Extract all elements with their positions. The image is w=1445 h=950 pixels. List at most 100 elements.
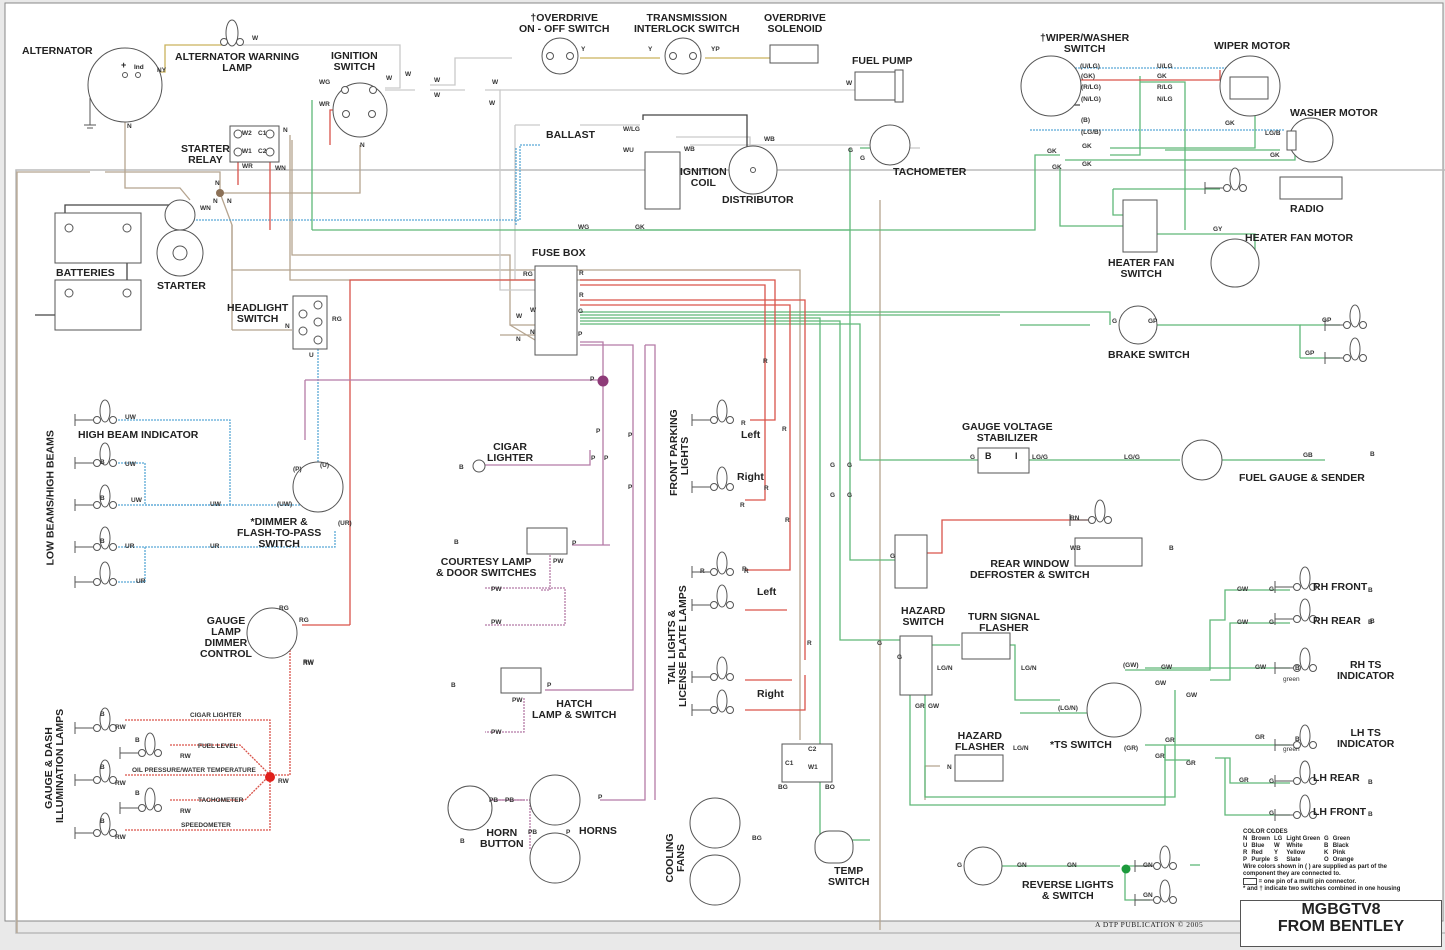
wire-code-label: R (579, 292, 584, 299)
wire-code-label: R/LG (1157, 84, 1173, 91)
wire-code-label: R (807, 640, 812, 647)
label-washer-motor: WASHER MOTOR (1290, 107, 1378, 119)
wire-code-label: NY (157, 67, 167, 74)
wire-code-label: N (215, 180, 220, 187)
ts-switch-symbol (1086, 682, 1142, 738)
label-dash-speedometer: SPEEDOMETER (181, 822, 231, 829)
wire-code-label: N/LG (1157, 96, 1173, 103)
wire-code-label: UW (131, 497, 142, 504)
label-rh-rear: RH REAR (1313, 615, 1361, 627)
label-courtesy-lamp: COURTESY LAMP& DOOR SWITCHES (436, 556, 537, 579)
bulb-icon (74, 759, 117, 786)
wire-code-label: UW (125, 414, 136, 421)
cigar-lighter-symbol (472, 459, 486, 473)
wire-code-label: RW (303, 659, 314, 666)
wire-code-label: GR (1239, 777, 1249, 784)
legend-color: Black (1332, 843, 1349, 849)
legend-color: Red (1251, 850, 1263, 856)
wire-code-label: G (1269, 810, 1275, 817)
label-lh-ts-green: green (1283, 746, 1300, 753)
wire-code-label: UR (210, 543, 220, 550)
wire-code-label: GN (1017, 862, 1027, 869)
label-dash-cigar-lighter: CIGAR LIGHTER (190, 712, 242, 719)
wire-code-label: B (100, 495, 105, 502)
wire-code-label: P (572, 540, 577, 547)
brown-junction (216, 189, 224, 197)
cooling-fan-2-symbol (689, 854, 741, 906)
wire-code-label: R (700, 568, 705, 575)
wire-code-label: N (516, 336, 521, 343)
wire-code-label: G (830, 492, 836, 499)
label-fuse-box: FUSE BOX (532, 247, 586, 259)
wire-code-label: W (434, 92, 441, 99)
wire-code-label: GR (1186, 760, 1196, 767)
wire-code-label: P (596, 428, 601, 435)
wire-code-label: W (434, 77, 441, 84)
purple-wires (304, 341, 656, 801)
label-reverse-lights: REVERSE LIGHTS& SWITCH (1022, 879, 1114, 902)
ignition-switch-symbol (332, 82, 388, 138)
wire-code-label: PW (491, 586, 502, 593)
wire-code-label: B (1368, 811, 1373, 818)
wire-code-label: WR (242, 163, 253, 170)
wire-code-label: RG (523, 271, 533, 278)
red-wires (237, 70, 1221, 711)
wire-code-label: G (847, 492, 853, 499)
legend-code: N (1243, 836, 1248, 842)
label-wiper-motor: WIPER MOTOR (1214, 40, 1291, 52)
wire-code-label: P (578, 331, 583, 338)
wire-code-label: B (1370, 451, 1375, 458)
dimmer-switch-symbol (292, 461, 344, 513)
hatch-lamp-switch-symbol (500, 667, 542, 694)
wire-code-label: PB (505, 797, 515, 804)
bulb-icon (691, 399, 734, 426)
wire-code-label: B (451, 682, 456, 689)
connector-pin-icon (1243, 878, 1257, 885)
label-radio: RADIO (1290, 203, 1324, 215)
wire-code-label: (R/LG) (1081, 84, 1101, 91)
red-dashed-wires (125, 635, 291, 831)
wire-code-label: R (741, 420, 746, 427)
wire-code-label: GW (1161, 664, 1173, 671)
wire-code-label: B (135, 737, 140, 744)
wire-code-label: (GR) (1124, 745, 1139, 752)
wire-code-label: GN (1143, 862, 1153, 869)
rear-window-switch-symbol (894, 534, 928, 589)
wire-code-label: G (847, 462, 853, 469)
title-model: MGBGTV8 (1301, 901, 1381, 918)
wire-code-label: PW (491, 729, 502, 736)
wire-code-label: UW (125, 461, 136, 468)
wire-code-label: R (579, 270, 584, 277)
wire-code-label: W2 (242, 130, 252, 137)
wire-code-label: WN (275, 165, 286, 172)
wire-code-label: R (785, 517, 790, 524)
legend-color: Slate (1286, 857, 1301, 863)
legend-code: Y (1274, 850, 1279, 856)
battery-1-symbol (54, 212, 142, 264)
wire-code-label: PW (553, 558, 564, 565)
bulb-icon (1324, 304, 1367, 331)
label-rh-ts-green: green (1283, 676, 1300, 683)
wire-code-label: P (566, 829, 571, 836)
wire-code-label: GW (1255, 664, 1267, 671)
wire-code-label: N (947, 764, 952, 771)
title-source: FROM BENTLEY (1277, 918, 1405, 935)
wire-code-label: R (742, 566, 747, 573)
label-high-beam-indicator: HIGH BEAM INDICATOR (78, 429, 199, 441)
fan-relay-symbol (781, 743, 833, 783)
label-stabilizer-b: B (985, 451, 992, 461)
wire-code-label: W (530, 307, 537, 314)
bulb-icon (74, 484, 117, 511)
label-dash-oil-water: OIL PRESSURE/WATER TEMPERATURE (132, 767, 256, 774)
wire-code-label: BG (752, 835, 762, 842)
label-alternator-plus: + (121, 60, 127, 70)
gauge-lamp-dimmer-symbol (246, 607, 298, 659)
